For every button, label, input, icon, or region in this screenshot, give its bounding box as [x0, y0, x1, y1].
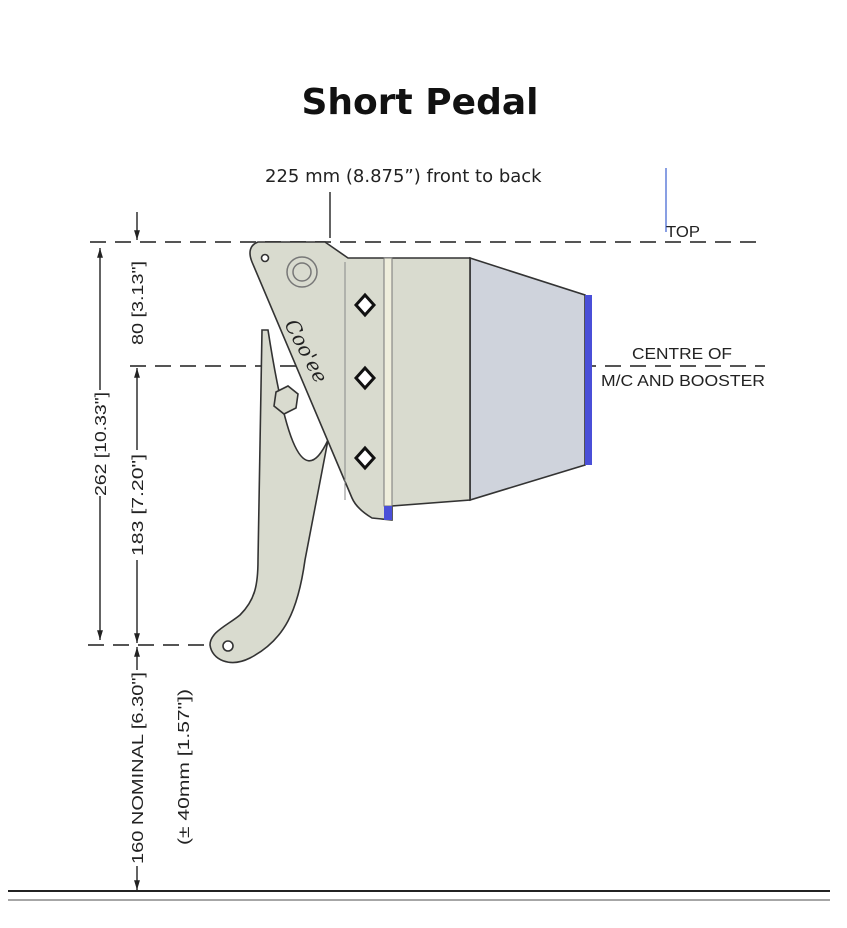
centre-label-line2: M/C AND BOOSTER [601, 373, 765, 390]
tolerance-label: (± 40mm [1.57"]) [176, 689, 193, 845]
top-to-centre-label: 80 [3.13"] [130, 261, 147, 345]
plate-tab [384, 506, 392, 520]
front-to-back-label: 225 mm (8.875”) front to back [265, 166, 542, 187]
diagram-title: Short Pedal [302, 82, 539, 123]
booster-face [585, 295, 592, 465]
pivot-bolt [286, 256, 318, 288]
centre-to-pedal-label: 183 [7.20"] [130, 454, 147, 556]
mount-hole [260, 253, 270, 263]
pedal-to-floor-label: 160 NOMINAL [6.30"] [130, 672, 147, 864]
overall-height-label: 262 [10.33"] [93, 392, 110, 496]
mounting-bolts [353, 292, 377, 471]
pedal-pivot-hole [222, 640, 234, 652]
pedal-arm [209, 329, 329, 664]
centre-label-line1: CENTRE OF [632, 346, 732, 363]
hex-nut [273, 385, 299, 415]
bolt-icon [353, 365, 377, 391]
booster-section [469, 256, 586, 502]
bolt-icon [353, 292, 377, 318]
bracket-plate [383, 257, 393, 507]
top-label: TOP [666, 224, 700, 241]
pivot-bolt-inner [292, 262, 312, 282]
bolt-icon [353, 445, 377, 471]
